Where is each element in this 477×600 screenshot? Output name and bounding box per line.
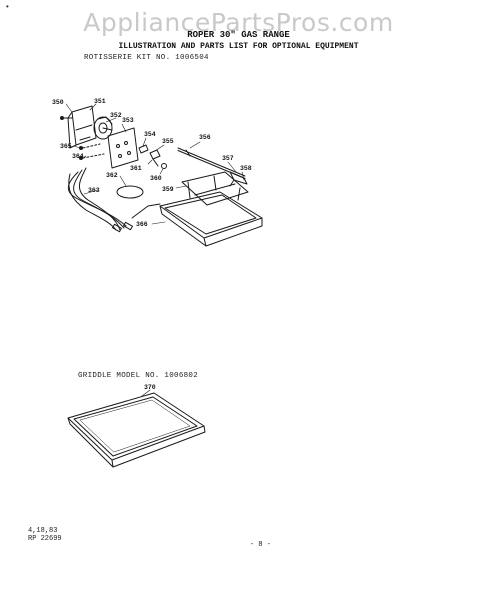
callout-361: 361 — [130, 165, 142, 172]
spit-forks — [181, 171, 249, 206]
motor-bracket — [60, 105, 97, 149]
spit-support-clips — [138, 144, 167, 169]
callout-370: 370 — [144, 384, 156, 391]
rotisserie-motor — [93, 116, 113, 140]
rotisserie-kit-title: ROTISSERIE KIT NO. 1006504 — [84, 54, 209, 62]
corner-mark: • — [6, 2, 9, 11]
callout-354: 354 — [144, 131, 156, 138]
power-cord — [67, 167, 161, 233]
mounting-plate — [107, 127, 139, 169]
callout-364: 364 — [72, 153, 84, 160]
callout-352: 352 — [110, 112, 122, 119]
footer-date: 4,18,83 — [28, 527, 58, 535]
watermark: AppliancePartsPros.com — [83, 8, 394, 37]
callout-leaders — [65, 103, 245, 397]
callout-366: 366 — [136, 221, 148, 228]
callout-351: 351 — [94, 98, 106, 105]
callout-363: 363 — [88, 187, 100, 194]
wire-loop — [116, 185, 144, 199]
callout-359: 359 — [162, 186, 174, 193]
drip-pan — [159, 191, 263, 247]
callout-356: 356 — [199, 134, 211, 141]
callout-355: 355 — [162, 138, 174, 145]
page-number: - 8 - — [250, 541, 272, 549]
footer-code: RP 22699 — [28, 535, 62, 543]
callout-358: 358 — [240, 165, 252, 172]
header-description: ILLUSTRATION AND PARTS LIST FOR OPTIONAL… — [118, 42, 359, 51]
callout-353: 353 — [122, 117, 134, 124]
callout-365: 365 — [60, 143, 72, 150]
griddle — [67, 392, 206, 468]
griddle-model-title: GRIDDLE MODEL NO. 1006802 — [78, 372, 199, 380]
callout-362: 362 — [106, 172, 118, 179]
callout-350: 350 — [52, 99, 64, 106]
callout-357: 357 — [222, 155, 234, 162]
header-model: ROPER 30" GAS RANGE — [187, 30, 290, 40]
callout-360: 360 — [150, 175, 162, 182]
mounting-screws — [79, 143, 105, 160]
